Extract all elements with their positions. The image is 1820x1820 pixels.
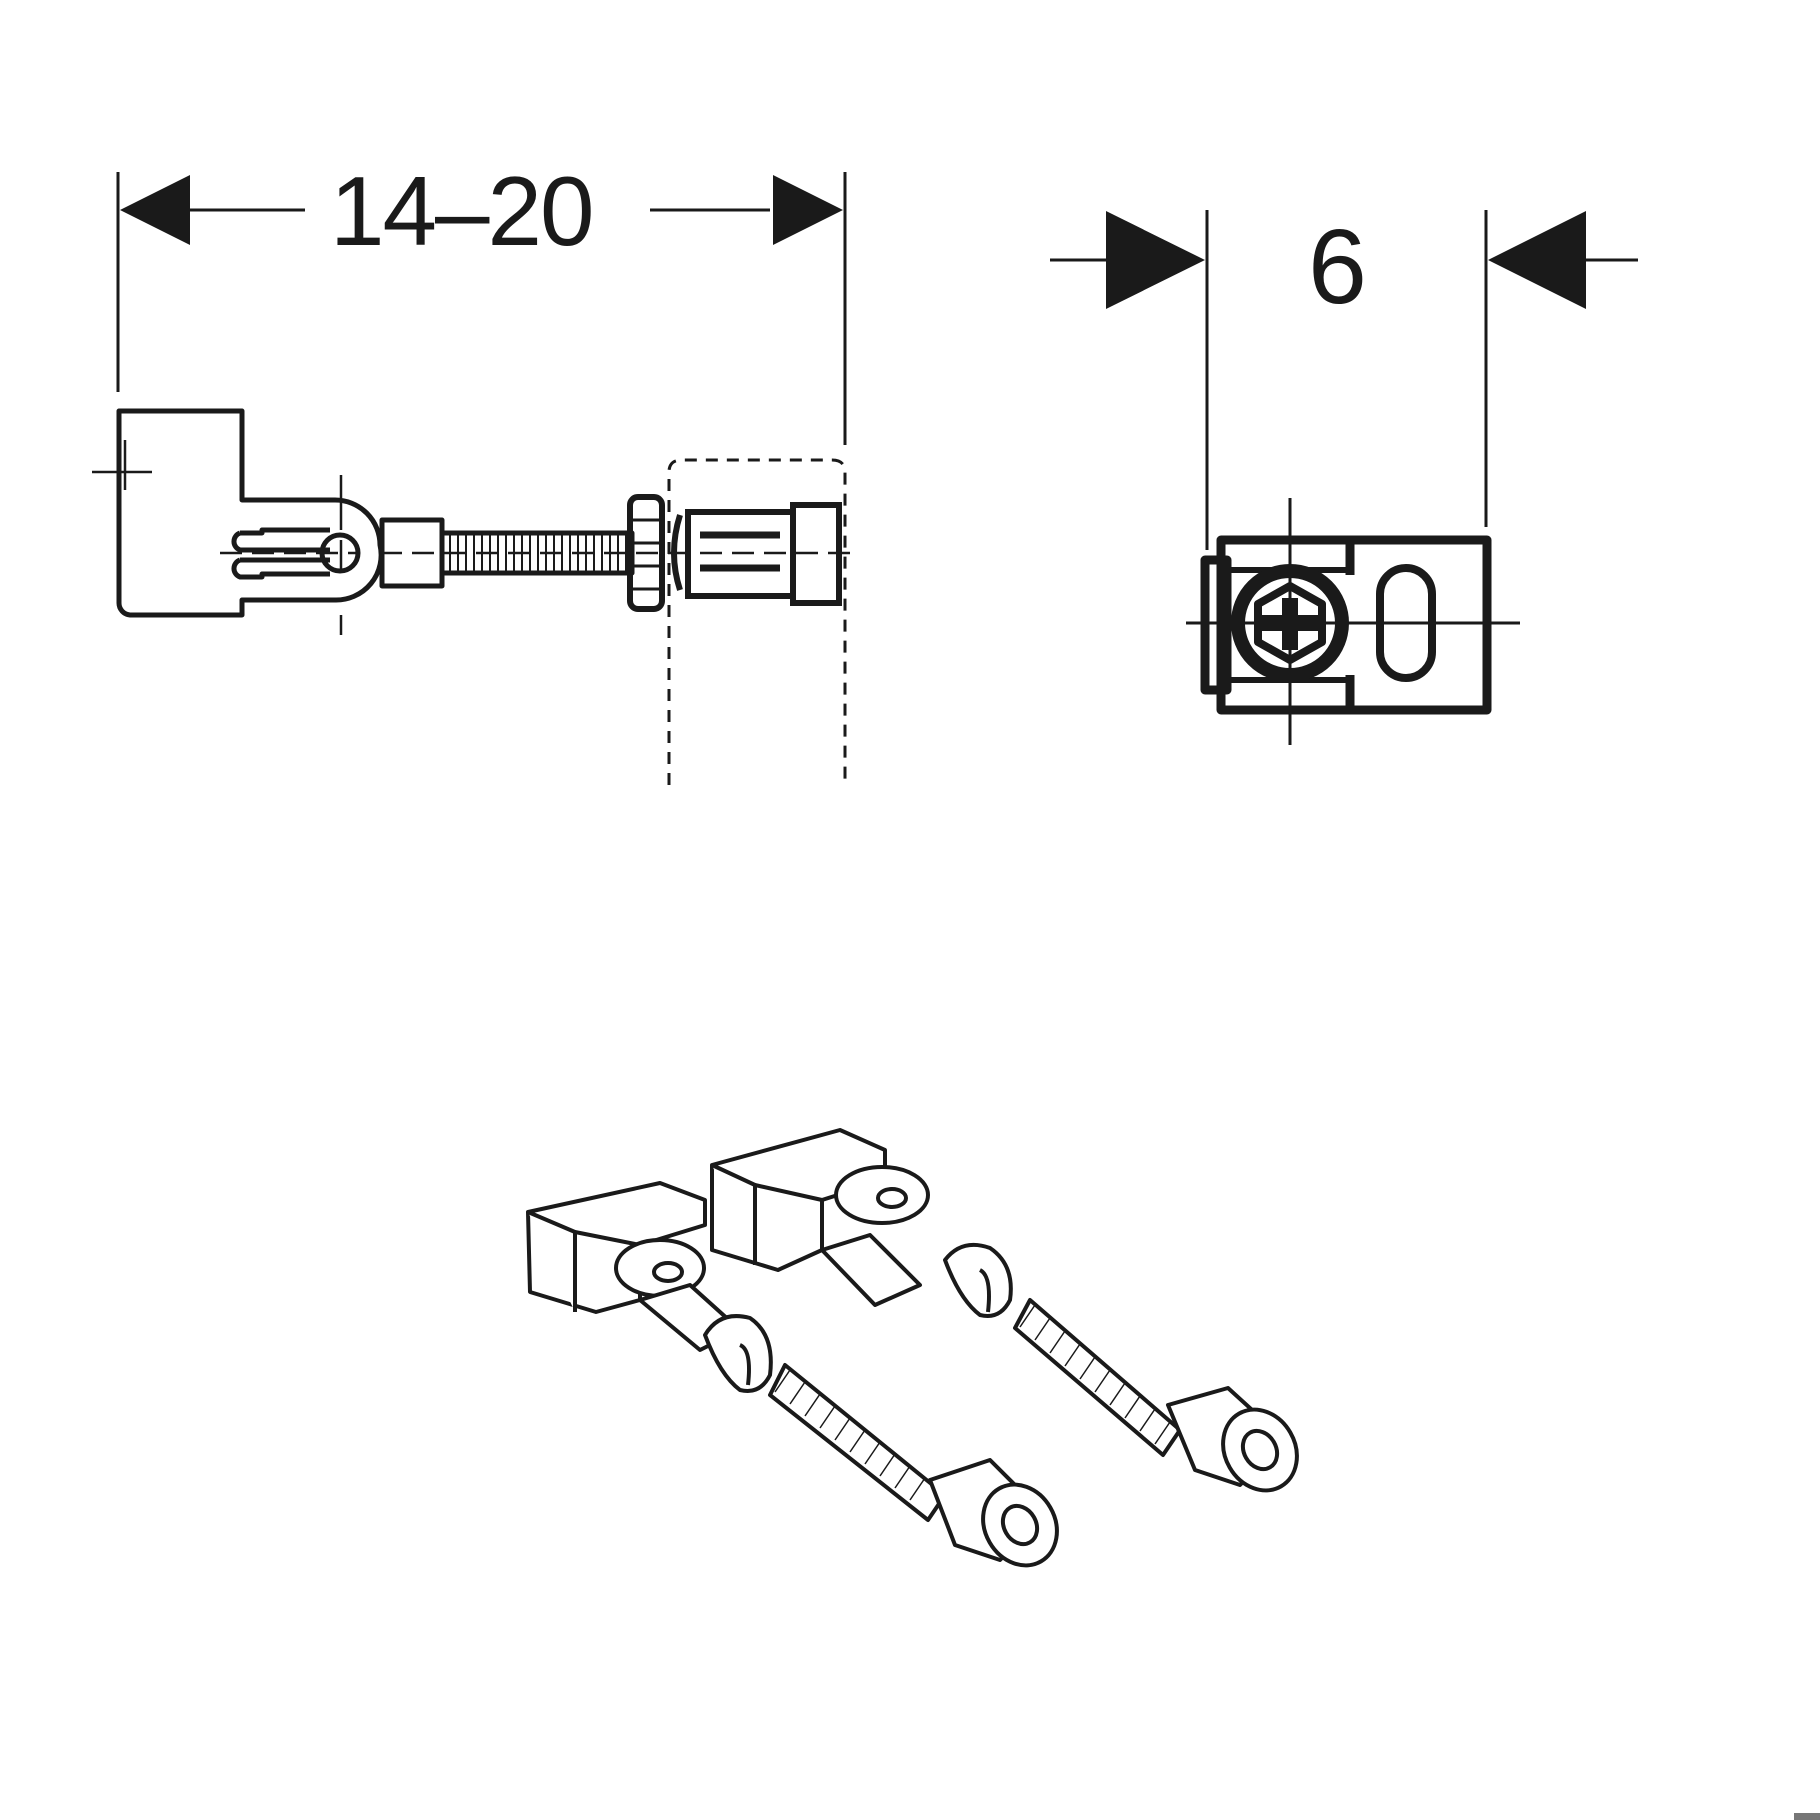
dimension-label-6: 6 (1308, 208, 1367, 326)
dimension-arrows-6 (1106, 211, 1586, 309)
part-right (710, 1128, 1299, 1493)
thread-lines-left (774, 1369, 926, 1501)
anchor-envelope (667, 458, 847, 785)
center-lines-front (1186, 498, 1520, 745)
dimension-lines-14-20 (116, 172, 847, 445)
thread-lines-right (1019, 1304, 1171, 1445)
dimension-label-14-20: 14–20 (330, 156, 595, 266)
corner-mark (1794, 1813, 1820, 1820)
dimension-arrows-14-20 (120, 175, 843, 245)
dimension-lines-6 (1050, 210, 1638, 550)
center-lines-side (92, 440, 860, 635)
nut-side (627, 494, 665, 612)
